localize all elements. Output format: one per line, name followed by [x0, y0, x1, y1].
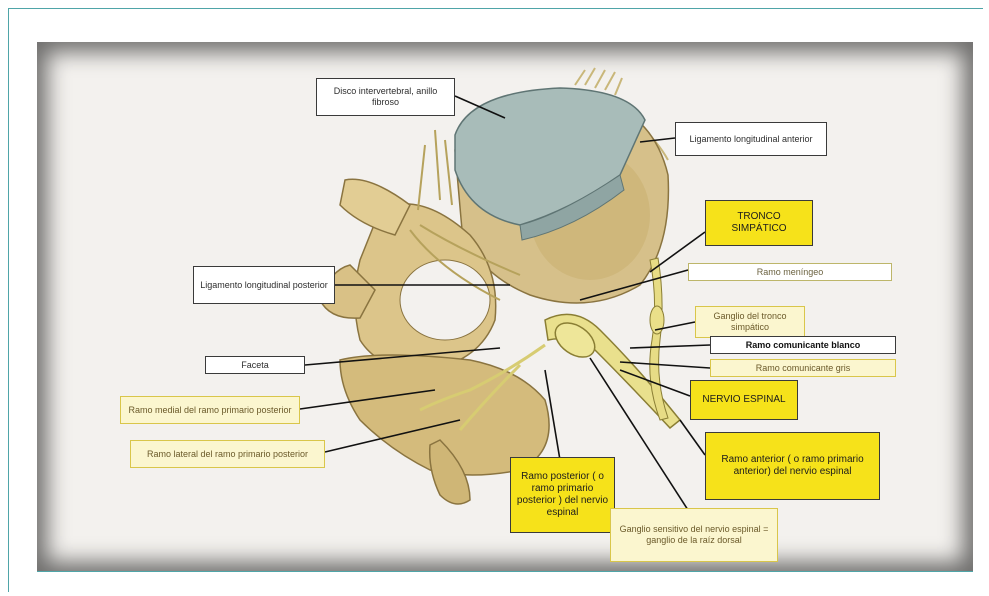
label-ramo-comunicante-gris: Ramo comunicante gris: [710, 359, 896, 377]
label-disco-intervertebral: Disco intervertebral, anillo fibroso: [316, 78, 455, 116]
label-ramo-posterior: Ramo posterior ( o ramo primario posteri…: [510, 457, 615, 533]
label-ramo-lateral: Ramo lateral del ramo primario posterior: [130, 440, 325, 468]
label-ramo-meningeo: Ramo meníngeo: [688, 263, 892, 281]
vertebral-foramen: [400, 260, 490, 340]
label-ganglio-sensitivo: Ganglio sensitivo del nervio espinal = g…: [610, 508, 778, 562]
sympathetic-trunk: [650, 258, 668, 420]
label-ramo-comunicante-blanco: Ramo comunicante blanco: [710, 336, 896, 354]
label-tronco-simpatico: TRONCO SIMPÁTICO: [705, 200, 813, 246]
label-ligamento-anterior: Ligamento longitudinal anterior: [675, 122, 827, 156]
label-ramo-medial: Ramo medial del ramo primario posterior: [120, 396, 300, 424]
label-ramo-anterior: Ramo anterior ( o ramo primario anterior…: [705, 432, 880, 500]
label-nervio-espinal: NERVIO ESPINAL: [690, 380, 798, 420]
label-ligamento-posterior: Ligamento longitudinal posterior: [193, 266, 335, 304]
label-ganglio-tronco: Ganglio del tronco simpático: [695, 306, 805, 338]
label-faceta: Faceta: [205, 356, 305, 374]
superior-process: [340, 179, 410, 235]
